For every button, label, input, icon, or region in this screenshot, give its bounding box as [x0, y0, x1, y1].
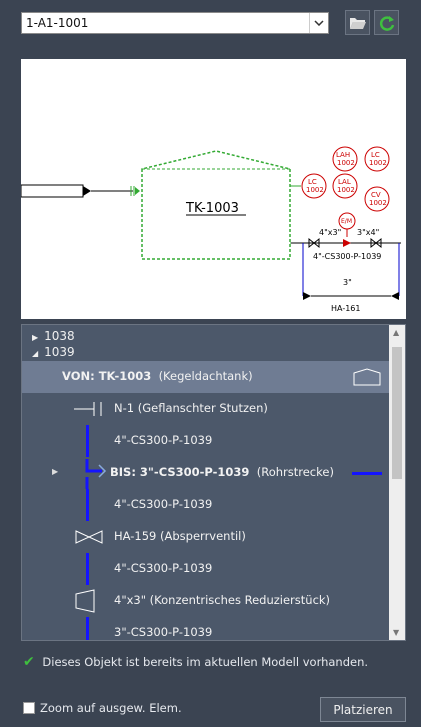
status-message: ✔ Dieses Objekt ist bereits im aktuellen… [23, 654, 369, 670]
pipe-run-icon [85, 459, 107, 489]
svg-text:LC: LC [371, 151, 380, 159]
svg-text:4"-CS300-P-1039: 4"-CS300-P-1039 [313, 252, 381, 261]
chevron-down-icon[interactable] [309, 13, 328, 33]
checkbox-box[interactable] [23, 702, 35, 714]
inlet-pipe [20, 184, 140, 198]
pipe-line-icon [352, 472, 382, 475]
tree-node-1038[interactable]: ▶1038 [32, 329, 75, 343]
tree-row-pipe[interactable]: 4"-CS300-P-1039 [22, 489, 390, 521]
drawing-select-value: 1-A1-1001 [26, 16, 89, 30]
valve-icon [75, 530, 103, 544]
tree-node-1039[interactable]: ◢1039 [32, 345, 75, 359]
svg-text:LAH: LAH [336, 151, 350, 159]
folder-open-icon [349, 17, 366, 29]
svg-text:1002: 1002 [369, 199, 387, 207]
tree-row-nozzle[interactable]: N-1 (Geflanschter Stutzen) [22, 393, 390, 425]
tree-row-pipe[interactable]: 3"-CS300-P-1039 [22, 617, 390, 640]
nozzle-icon [74, 402, 102, 416]
drawing-select[interactable]: 1-A1-1001 [21, 12, 329, 34]
tank-symbol: TK-1003 [141, 150, 291, 260]
open-button[interactable] [345, 10, 370, 35]
svg-text:3"x4": 3"x4" [357, 228, 379, 237]
scroll-down-icon[interactable]: ▼ [393, 628, 400, 637]
svg-text:E/M: E/M [341, 218, 352, 225]
svg-text:1002: 1002 [337, 159, 355, 167]
svg-text:LAL: LAL [338, 178, 351, 186]
svg-text:3": 3" [343, 278, 352, 287]
scroll-up-icon[interactable]: ▲ [393, 328, 400, 337]
refresh-button[interactable] [374, 10, 399, 35]
tank-label: TK-1003 [185, 201, 239, 216]
svg-text:4"x3": 4"x3" [319, 228, 341, 237]
svg-text:HA-161: HA-161 [331, 304, 360, 313]
tree-row-reducer[interactable]: 4"x3" (Konzentrisches Reduzierstück) [22, 585, 390, 617]
svg-text:1002: 1002 [337, 186, 355, 194]
svg-text:LC: LC [308, 178, 317, 186]
tree-scrollbar[interactable]: ▲ ▼ [389, 325, 405, 640]
tree-row-to[interactable]: ▶ BIS: 3"-CS300-P-1039 (Rohrstrecke) [22, 457, 390, 489]
check-icon: ✔ [23, 654, 35, 670]
svg-text:CV: CV [371, 191, 381, 199]
outlet-line: 4"x3" 3"x4" 4"-CS300-P-1039 3" HA-161 [291, 228, 401, 313]
tree-row-pipe[interactable]: 4"-CS300-P-1039 [22, 553, 390, 585]
svg-text:1002: 1002 [306, 186, 324, 194]
place-button[interactable]: Platzieren [320, 697, 406, 722]
refresh-icon [379, 15, 394, 31]
tree-row-from[interactable]: VON: TK-1003 (Kegeldachtank) [22, 361, 390, 393]
connection-tree[interactable]: ▶1038 ◢1039 VON: TK-1003 (Kegeldachtank)… [21, 324, 406, 641]
svg-text:1002: 1002 [369, 159, 387, 167]
zoom-checkbox[interactable]: Zoom auf ausgew. Elem. [23, 701, 182, 715]
tank-icon [353, 368, 381, 386]
tree-row-pipe[interactable]: 4"-CS300-P-1039 [22, 425, 390, 457]
reducer-icon [75, 589, 95, 613]
tree-row-valve[interactable]: HA-159 (Absperrventil) [22, 521, 390, 553]
